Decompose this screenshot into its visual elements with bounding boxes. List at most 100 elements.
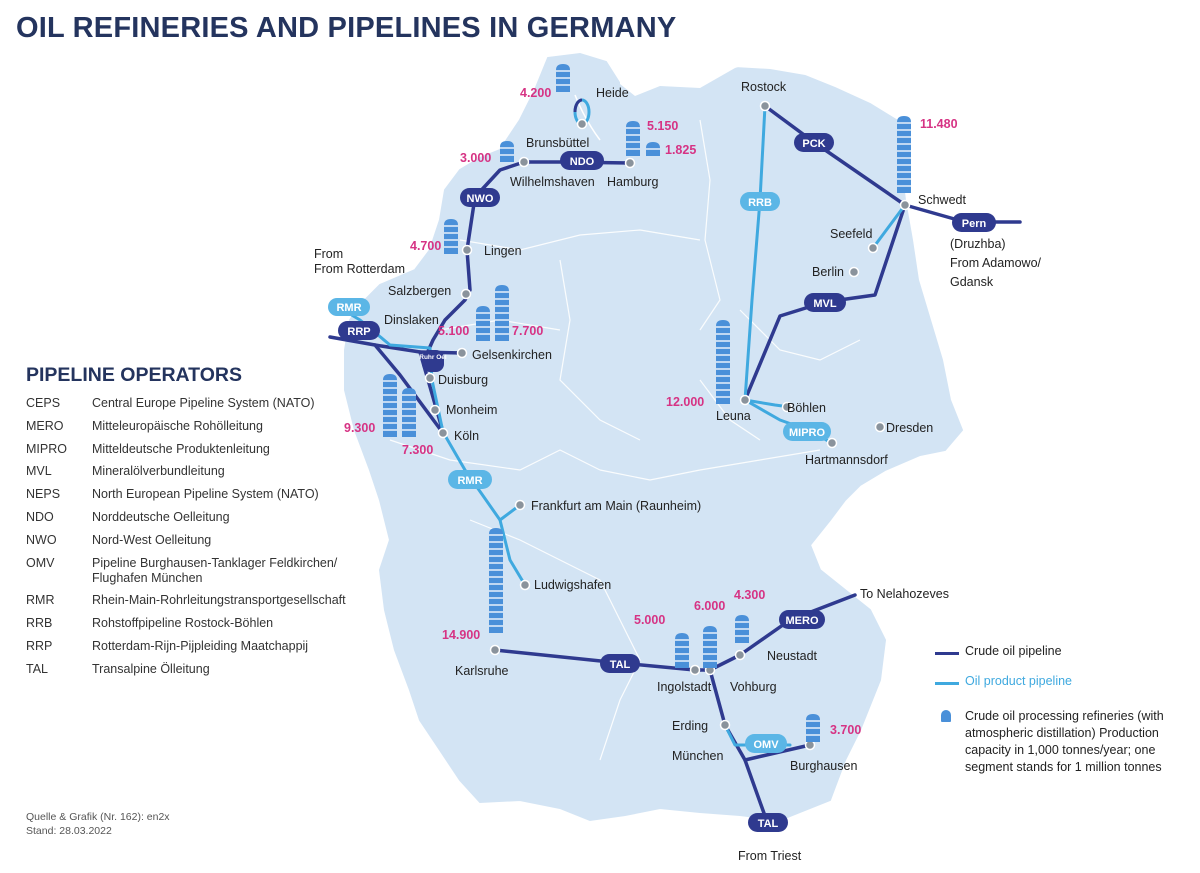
operator-row: NWO Nord-West Oelleitung	[26, 533, 382, 548]
schwedt-dot	[899, 199, 911, 211]
badge-mero: MERO	[779, 610, 825, 629]
label-from-rotterdam-1: From	[314, 247, 343, 261]
badge-tal-south: TAL	[748, 813, 788, 832]
label-druzhba: (Druzhba)	[950, 237, 1006, 251]
label-lingen: Lingen	[484, 244, 522, 258]
label-ludwigshafen: Ludwigshafen	[534, 578, 611, 592]
svg-text:MERO: MERO	[786, 615, 819, 627]
legend-product-line	[935, 682, 959, 685]
refinery-tank	[476, 306, 490, 341]
refinery-gelsen_a	[476, 306, 490, 341]
heide-dot	[576, 118, 588, 130]
operator-name: Nord-West Oelleitung	[92, 532, 212, 547]
rrp-pipeline	[328, 335, 445, 435]
svg-text:RRB: RRB	[748, 197, 772, 209]
baltic-sea	[620, 40, 760, 96]
badge-omv: OMV	[745, 734, 787, 753]
badge-rrp: RRP	[338, 321, 380, 340]
label-frankfurt: Frankfurt am Main (Raunheim)	[531, 499, 701, 513]
label-schwedt: Schwedt	[918, 193, 966, 207]
badge-nwo: NWO	[460, 188, 500, 207]
label-triest: From Triest	[738, 849, 802, 863]
frankfurt-dot	[514, 499, 526, 511]
operator-name: Rotterdam-Rijn-Pijpleiding Maatchappij	[92, 638, 309, 653]
label-brunsbuttel: Brunsbüttel	[526, 136, 589, 150]
badge-rmr-south: RMR	[448, 470, 492, 489]
refinery-tank	[402, 388, 416, 437]
capacity-leuna: 12.000	[666, 395, 704, 409]
badge-pck: PCK	[794, 133, 834, 152]
legend-crude: Crude oil pipeline	[935, 644, 1190, 664]
legend: Crude oil pipeline Oil product pipeline …	[935, 644, 1190, 776]
badge-ruhr-oel: Ruhr Oel	[419, 350, 447, 372]
capacity-vohburg: 6.000	[694, 599, 725, 613]
operator-name: Mitteldeutsche Produktenleitung	[92, 441, 270, 456]
capacity-koln-b: 7.300	[402, 443, 433, 457]
svg-text:MVL: MVL	[813, 298, 837, 310]
capacity-heide: 4.200	[520, 86, 551, 100]
source-line: Quelle & Grafik (Nr. 162): en2x	[26, 811, 170, 823]
operator-row: CEPS Central Europe Pipeline System (NATO…	[26, 396, 382, 411]
label-berlin: Berlin	[812, 265, 844, 279]
label-erding: Erding	[672, 719, 708, 733]
capacity-hamburg-a: 5.150	[647, 119, 678, 133]
operator-row: MERO Mitteleuropäische Rohölleitung	[26, 419, 382, 434]
operator-abbr: MERO	[26, 418, 64, 433]
refinery-gelsen_b	[495, 285, 509, 341]
city-dots	[424, 100, 911, 751]
refinery-koln_a	[383, 374, 397, 437]
legend-refinery: Crude oil processing refineries (with at…	[935, 708, 1190, 776]
operator-abbr: RRB	[26, 616, 53, 631]
label-karlsruhe: Karlsruhe	[455, 664, 509, 678]
label-vohburg: Vohburg	[730, 680, 777, 694]
operator-abbr: CEPS	[26, 396, 61, 410]
operator-abbr: NEPS	[26, 487, 61, 502]
label-burghausen: Burghausen	[790, 759, 857, 773]
city-labels: Heide Brunsbüttel Wilhelmshaven Hamburg …	[314, 80, 1042, 863]
label-gelsenkirchen: Gelsenkirchen	[472, 348, 552, 362]
capacity-lingen: 4.700	[410, 239, 441, 253]
badge-mvl: MVL	[804, 293, 846, 312]
legend-product: Oil product pipeline	[935, 674, 1190, 694]
rostock-dot	[759, 100, 771, 112]
label-hamburg: Hamburg	[607, 175, 658, 189]
refinery-burghausen	[806, 714, 820, 742]
refinery-schwedt	[897, 116, 911, 193]
refinery-hamburg_b	[646, 142, 660, 156]
refinery-karlsruhe	[489, 528, 503, 633]
operator-abbr: MIPRO	[26, 441, 67, 456]
refinery-tank	[383, 374, 397, 437]
svg-text:NDO: NDO	[570, 156, 595, 168]
operator-name: Transalpine Ölleitung	[92, 661, 210, 676]
operator-name: Rhein-Main-Rohrleitungstransportgesellsc…	[92, 593, 346, 608]
capacity-gelsen-a: 5.100	[438, 324, 469, 338]
operator-abbr: MVL	[26, 464, 52, 479]
badge-rrb: RRB	[740, 192, 780, 211]
refinery-tank	[489, 528, 503, 633]
operator-row: MIPRO Mitteldeutsche Produktenleitung	[26, 442, 382, 457]
label-gdansk: Gdansk	[950, 275, 994, 289]
neustadt-dot	[734, 649, 746, 661]
badge-ndo: NDO	[560, 151, 604, 170]
monheim-dot	[429, 404, 441, 416]
operator-name: Central Europe Pipeline System (NATO)	[92, 396, 315, 410]
svg-text:Pern: Pern	[962, 218, 987, 230]
svg-text:NWO: NWO	[467, 193, 494, 205]
operator-name: Mitteleuropäische Rohölleitung	[92, 418, 263, 433]
svg-text:RRP: RRP	[347, 326, 370, 338]
capacity-koln-a: 9.300	[344, 421, 375, 435]
salzbergen-dot	[460, 288, 472, 300]
refinery-tank	[897, 116, 911, 193]
operator-abbr: NWO	[26, 532, 57, 547]
seefeld-link	[871, 203, 907, 250]
svg-text:MIPRO: MIPRO	[789, 427, 826, 439]
capacity-karlsruhe: 14.900	[442, 628, 480, 642]
label-heide: Heide	[596, 86, 629, 100]
